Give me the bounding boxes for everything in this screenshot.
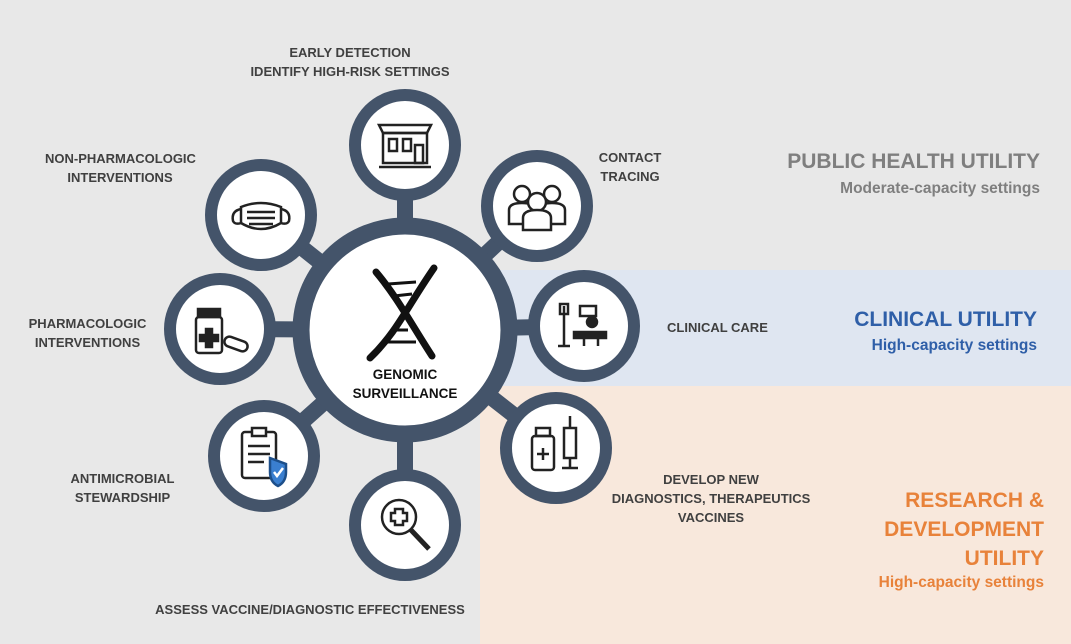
people-group-icon xyxy=(507,184,567,232)
label-contact-tracing-line2: TRACING xyxy=(600,169,660,184)
building-icon xyxy=(376,123,434,169)
label-assess-vaccine: ASSESS VACCINE/DIAGNOSTIC EFFECTIVENESS xyxy=(150,600,470,619)
label-early-detection: EARLY DETECTION IDENTIFY HIGH-RISK SETTI… xyxy=(225,43,475,81)
label-clinical-care: CLINICAL CARE xyxy=(667,318,768,337)
label-non-pharmacologic-line1: NON-PHARMACOLOGIC xyxy=(45,151,196,166)
node-antimicrobial xyxy=(208,400,320,512)
public-health-utility-subtitle: Moderate-capacity settings xyxy=(840,180,1040,197)
node-assess-vaccine xyxy=(349,469,461,581)
label-pharmacologic-line1: PHARMACOLOGIC xyxy=(28,316,147,331)
label-pharmacologic: PHARMACOLOGIC INTERVENTIONS xyxy=(20,314,155,352)
rd-utility-title: RESEARCH & DEVELOPMENT UTILITY xyxy=(884,486,1044,573)
label-assess-vaccine-line1: ASSESS VACCINE/DIAGNOSTIC EFFECTIVENESS xyxy=(155,602,465,617)
node-develop-new xyxy=(500,392,612,504)
label-develop-new: DEVELOP NEW DIAGNOSTICS, THERAPEUTICS VA… xyxy=(606,470,816,527)
clinical-utility-title: CLINICAL UTILITY xyxy=(854,308,1037,331)
public-health-utility-title: PUBLIC HEALTH UTILITY xyxy=(787,150,1040,173)
rd-utility-title-line1: RESEARCH & xyxy=(905,489,1044,512)
label-antimicrobial: ANTIMICROBIAL STEWARDSHIP xyxy=(60,469,185,507)
node-early-detection xyxy=(349,89,461,201)
face-mask-icon xyxy=(231,201,291,231)
rd-utility-title-line3: UTILITY xyxy=(964,547,1044,570)
label-early-detection-line1: EARLY DETECTION xyxy=(289,45,411,60)
center-label-line2: SURVEILLANCE xyxy=(352,386,458,401)
label-non-pharmacologic-line2: INTERVENTIONS xyxy=(67,170,173,185)
center-label-line1: GENOMIC xyxy=(372,367,438,382)
patient-bed-icon xyxy=(558,302,608,348)
label-contact-tracing: CONTACT TRACING xyxy=(590,148,670,186)
label-develop-new-line3: VACCINES xyxy=(677,510,745,525)
rd-utility-subtitle: High-capacity settings xyxy=(878,574,1044,591)
label-contact-tracing-line1: CONTACT xyxy=(598,150,662,165)
dna-icon xyxy=(366,264,438,362)
label-antimicrobial-line2: STEWARDSHIP xyxy=(74,490,171,505)
label-develop-new-line1: DEVELOP NEW xyxy=(663,472,759,487)
magnifier-cross-icon xyxy=(380,498,431,551)
center-label: GENOMIC SURVEILLANCE xyxy=(345,365,465,403)
node-non-pharmacologic xyxy=(205,159,317,271)
node-pharmacologic xyxy=(164,273,276,385)
label-early-detection-line2: IDENTIFY HIGH-RISK SETTINGS xyxy=(250,64,450,79)
vial-syringe-icon xyxy=(530,416,578,472)
pill-bottle-icon xyxy=(194,307,249,355)
label-pharmacologic-line2: INTERVENTIONS xyxy=(34,335,141,350)
node-clinical-care xyxy=(528,270,640,382)
clinical-utility-subtitle: High-capacity settings xyxy=(871,337,1037,354)
clipboard-shield-icon xyxy=(240,426,288,488)
label-clinical-care-line1: CLINICAL CARE xyxy=(667,320,768,335)
rd-utility-title-line2: DEVELOPMENT xyxy=(884,518,1044,541)
label-antimicrobial-line1: ANTIMICROBIAL xyxy=(70,471,175,486)
label-non-pharmacologic: NON-PHARMACOLOGIC INTERVENTIONS xyxy=(45,149,196,187)
label-develop-new-line2: DIAGNOSTICS, THERAPEUTICS xyxy=(611,491,811,506)
